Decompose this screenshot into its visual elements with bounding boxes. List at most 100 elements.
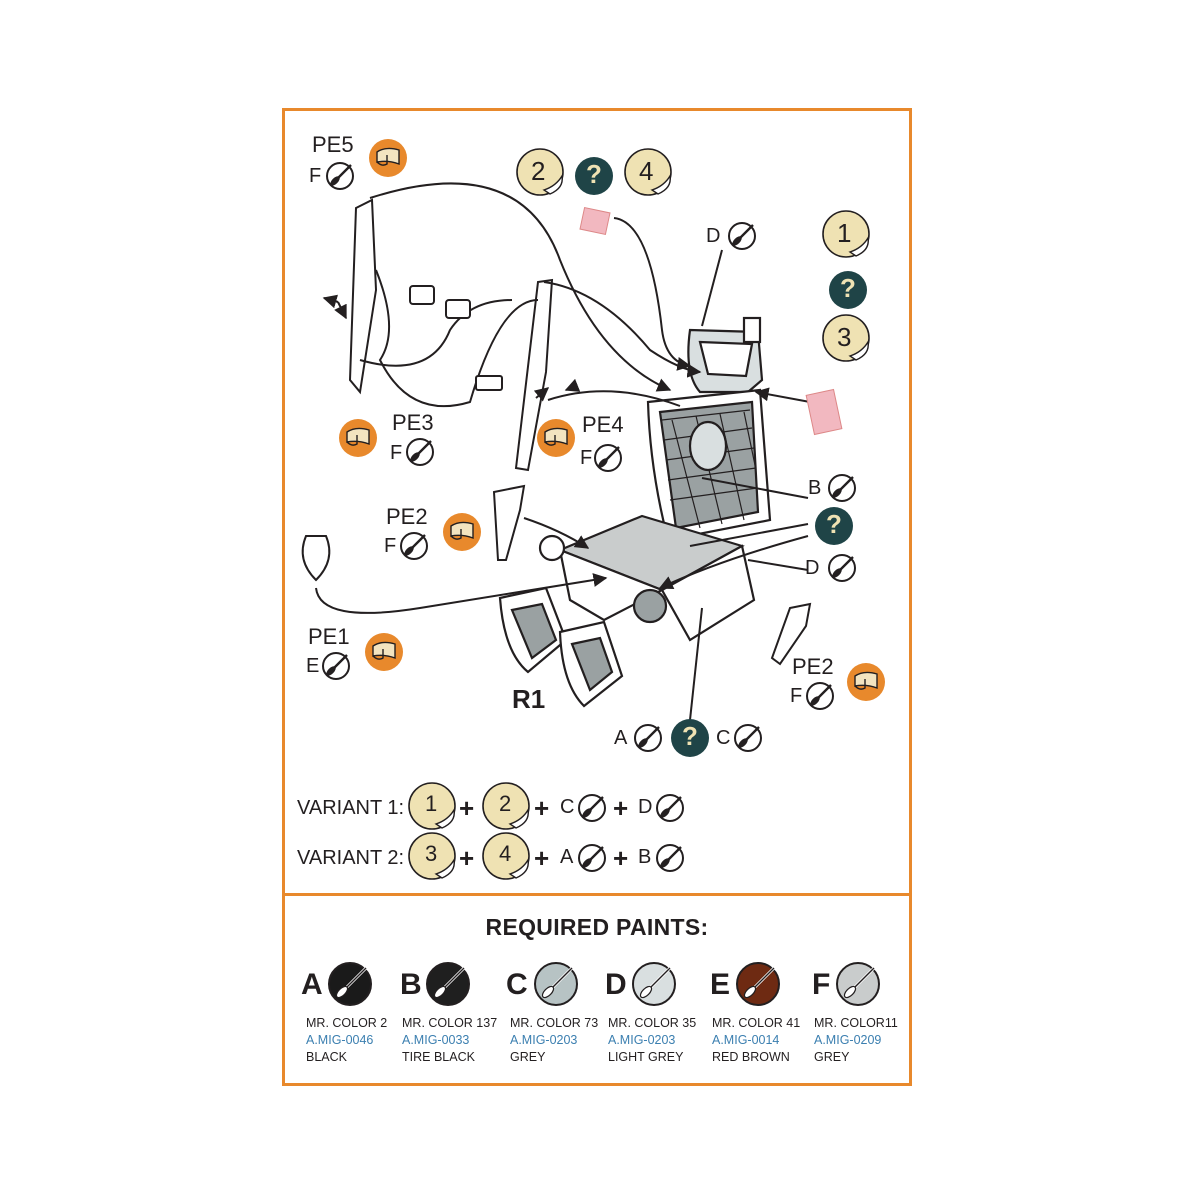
plus-sign: + [534,843,550,873]
paint-swatch-d [632,962,676,1006]
paint-letter: F [812,968,831,1001]
leader-lines [315,182,811,721]
mr-color-code: MR. COLOR11 [814,1016,898,1030]
placard-decal [805,388,843,436]
mr-color-code: MR. COLOR 73 [510,1016,599,1030]
plus-sign: + [459,793,475,823]
variant-1-label: VARIANT 1: [297,797,405,819]
paint-info: MR. COLOR 73 A.MIG-0203 GREY [510,1015,598,1066]
paint-brush-icon [577,843,607,873]
variant-2-label: VARIANT 2: [297,847,405,869]
mig-code: A.MIG-0209 [814,1033,882,1047]
paint-brush-icon [325,161,355,191]
pe-part-icon [536,418,576,458]
paint-letter: E [710,968,731,1001]
paint-swatch-c [534,962,578,1006]
ejection-seat-drawing [498,316,772,708]
part-label-pe2: PE2 [386,504,428,529]
paint-brush-icon [827,553,857,583]
pe-part-icon [846,662,886,702]
part-label-pe1: PE1 [308,624,350,649]
paint-swatch-f [836,962,880,1006]
paint-code-label: D [638,796,653,818]
paint-code-label: C [716,727,731,749]
decal-number: 1 [425,791,438,816]
paint-name: BLACK [306,1050,347,1064]
pe-part-icon [368,138,408,178]
paint-swatch-b [426,962,470,1006]
paint-letter: D [605,968,627,1001]
paint-code-label: A [560,846,574,868]
question-mark: ? [586,159,602,189]
paint-code-label: E [306,655,320,677]
plus-sign: + [613,793,629,823]
paint-brush-icon [805,681,835,711]
mr-color-code: MR. COLOR 2 [306,1016,388,1030]
paint-swatches [328,962,880,1006]
question-mark: ? [682,721,698,751]
paint-brush-icon [405,437,435,467]
question-mark: ? [826,509,842,539]
mig-code: A.MIG-0046 [306,1033,374,1047]
decal-number: 4 [639,156,654,186]
mig-code: A.MIG-0033 [402,1033,470,1047]
plus-sign: + [534,793,550,823]
paint-name: GREY [814,1050,850,1064]
paint-code-label: F [309,165,322,187]
paint-code-label: D [805,557,820,579]
question-mark: ? [840,273,856,303]
decal-number: 3 [425,841,438,866]
paint-name: TIRE BLACK [402,1050,475,1064]
paint-code-label: D [706,225,721,247]
mig-code: A.MIG-0203 [608,1033,676,1047]
part-label-pe5: PE5 [312,132,354,157]
mig-code: A.MIG-0203 [510,1033,578,1047]
paint-code-label: F [390,442,403,464]
paint-info: MR. COLOR11 A.MIG-0209 GREY [814,1015,898,1066]
paint-brush-icon [577,793,607,823]
plus-sign: + [459,843,475,873]
paint-swatch-a [328,962,372,1006]
paint-brush-icon [727,221,757,251]
paint-info: MR. COLOR 137 A.MIG-0033 TIRE BLACK [402,1015,497,1066]
paint-code-label: C [560,796,575,818]
part-label-r1: R1 [512,684,546,714]
paint-brush-icon [633,723,663,753]
decal-number: 2 [531,156,546,186]
paint-name: RED BROWN [712,1050,790,1064]
section-divider [282,893,912,896]
paint-brush-icon [733,723,763,753]
pe-part-icon [442,512,482,552]
decal-number: 2 [499,791,512,816]
paint-swatch-e [736,962,780,1006]
pe-part-icon [364,632,404,672]
paint-code-label: F [580,447,593,469]
paint-info: MR. COLOR 2 A.MIG-0046 BLACK [306,1015,387,1066]
plus-sign: + [613,843,629,873]
instruction-sheet-frame [282,108,912,1086]
mr-color-code: MR. COLOR 41 [712,1016,801,1030]
decal-number: 3 [837,322,852,352]
placard-decal [579,206,611,236]
paint-brush-icon [593,443,623,473]
part-label-pe4: PE4 [582,412,624,437]
harness-straps [301,198,812,666]
paint-code-label: A [614,727,628,749]
paint-code-label: B [808,477,822,499]
paint-brush-icon [655,843,685,873]
paint-brush-icon [321,651,351,681]
paint-brush-icon [827,473,857,503]
paint-name: GREY [510,1050,546,1064]
required-paints-title: REQUIRED PAINTS: [485,914,709,940]
mig-code: A.MIG-0014 [712,1033,780,1047]
part-label-pe3: PE3 [392,410,434,435]
decal-number: 4 [499,841,512,866]
mr-color-code: MR. COLOR 35 [608,1016,697,1030]
paint-letter: A [301,968,323,1001]
paint-brush-icon [655,793,685,823]
mr-color-code: MR. COLOR 137 [402,1016,498,1030]
paint-brush-icon [399,531,429,561]
paint-code-label: F [384,535,397,557]
paint-letter: C [506,968,528,1001]
